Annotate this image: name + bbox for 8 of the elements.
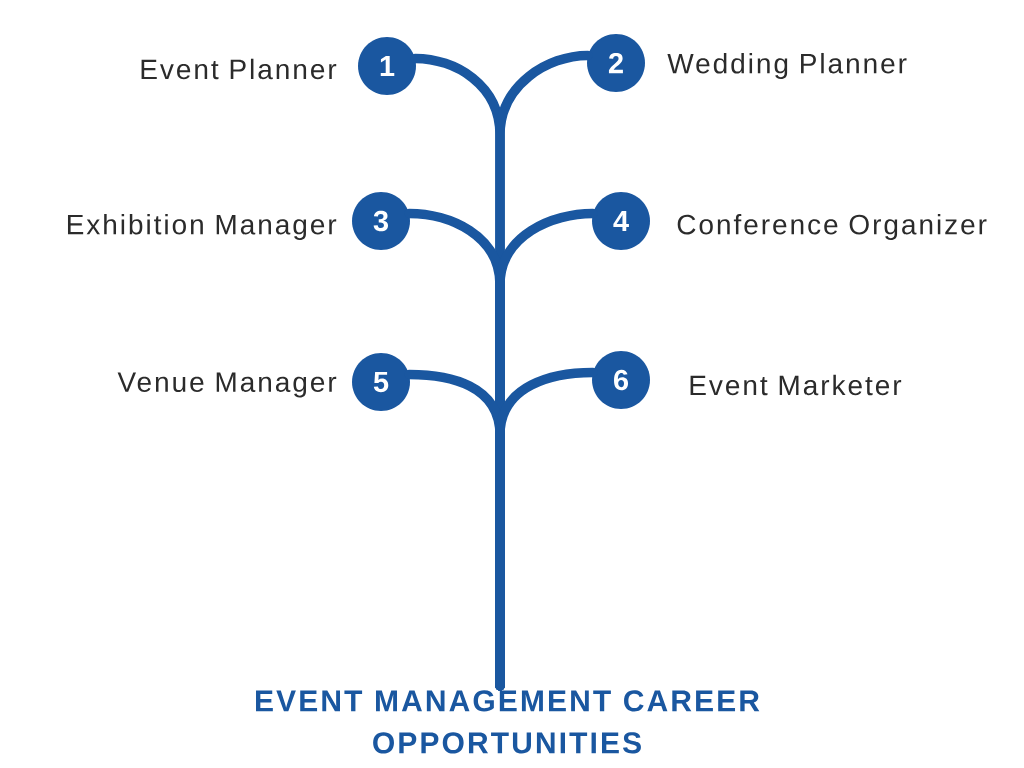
- item-label: Conference Organizer: [677, 213, 987, 241]
- item-label: Event Marketer: [690, 374, 902, 396]
- diagram-title: EVENT MANAGEMENT CAREER OPPORTUNITIES: [256, 690, 760, 754]
- item-label: Wedding Planner: [667, 52, 907, 80]
- item-label: Venue Manager: [117, 372, 337, 398]
- item-label: Event Planner: [141, 58, 337, 80]
- branch-line: [495, 367, 598, 691]
- item-label: Exhibition Manager: [68, 213, 337, 241]
